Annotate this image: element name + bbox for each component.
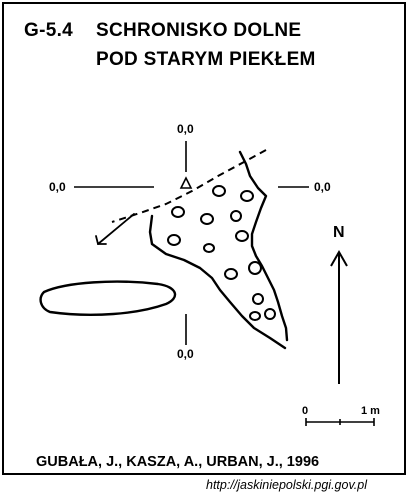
coordinate-label-right: 0,0 bbox=[314, 180, 331, 194]
map-frame bbox=[2, 2, 406, 475]
boulder-icon bbox=[235, 230, 249, 242]
boulder-icon bbox=[203, 243, 215, 253]
boulder-icon bbox=[224, 268, 238, 280]
north-label: N bbox=[333, 224, 345, 241]
source-url: http://jaskiniepolski.pgi.gov.pl bbox=[206, 478, 367, 492]
dripline-dashed bbox=[111, 149, 267, 223]
entrance-arrow-icon bbox=[95, 213, 135, 245]
boulders bbox=[167, 185, 276, 321]
coordinate-label-top: 0,0 bbox=[177, 122, 194, 136]
boulder-icon bbox=[171, 206, 185, 218]
reference-grid bbox=[74, 141, 309, 345]
cave-name-line-2: POD STARYM PIEKŁEM bbox=[96, 49, 316, 70]
boulder-icon bbox=[230, 210, 242, 222]
cave-name-line-1: SCHRONISKO DOLNE bbox=[96, 20, 302, 41]
scale-end-label: 1 m bbox=[361, 405, 380, 417]
cave-wall-east bbox=[238, 150, 289, 342]
boulder-icon bbox=[248, 261, 262, 275]
boulder-icon bbox=[200, 213, 214, 225]
authors-credit: GUBAŁA, J., KASZA, A., URBAN, J., 1996 bbox=[36, 454, 320, 470]
cave-wall-west bbox=[148, 214, 287, 350]
cave-outline bbox=[39, 150, 289, 350]
boulder-icon bbox=[264, 308, 276, 320]
north-arrow-icon bbox=[330, 249, 348, 384]
boulder-icon bbox=[252, 293, 264, 305]
cave-code: G-5.4 bbox=[24, 20, 74, 41]
scale-start-label: 0 bbox=[302, 405, 309, 417]
coordinate-label-left: 0,0 bbox=[49, 180, 66, 194]
boulder-icon bbox=[240, 190, 254, 202]
boulder-icon bbox=[212, 185, 226, 197]
survey-point-icon bbox=[179, 176, 193, 189]
coordinate-label-bottom: 0,0 bbox=[177, 347, 194, 361]
boulder-icon bbox=[249, 311, 261, 321]
rock-block-outline bbox=[39, 280, 177, 316]
boulder-icon bbox=[167, 234, 181, 246]
scale-bar bbox=[305, 418, 375, 426]
